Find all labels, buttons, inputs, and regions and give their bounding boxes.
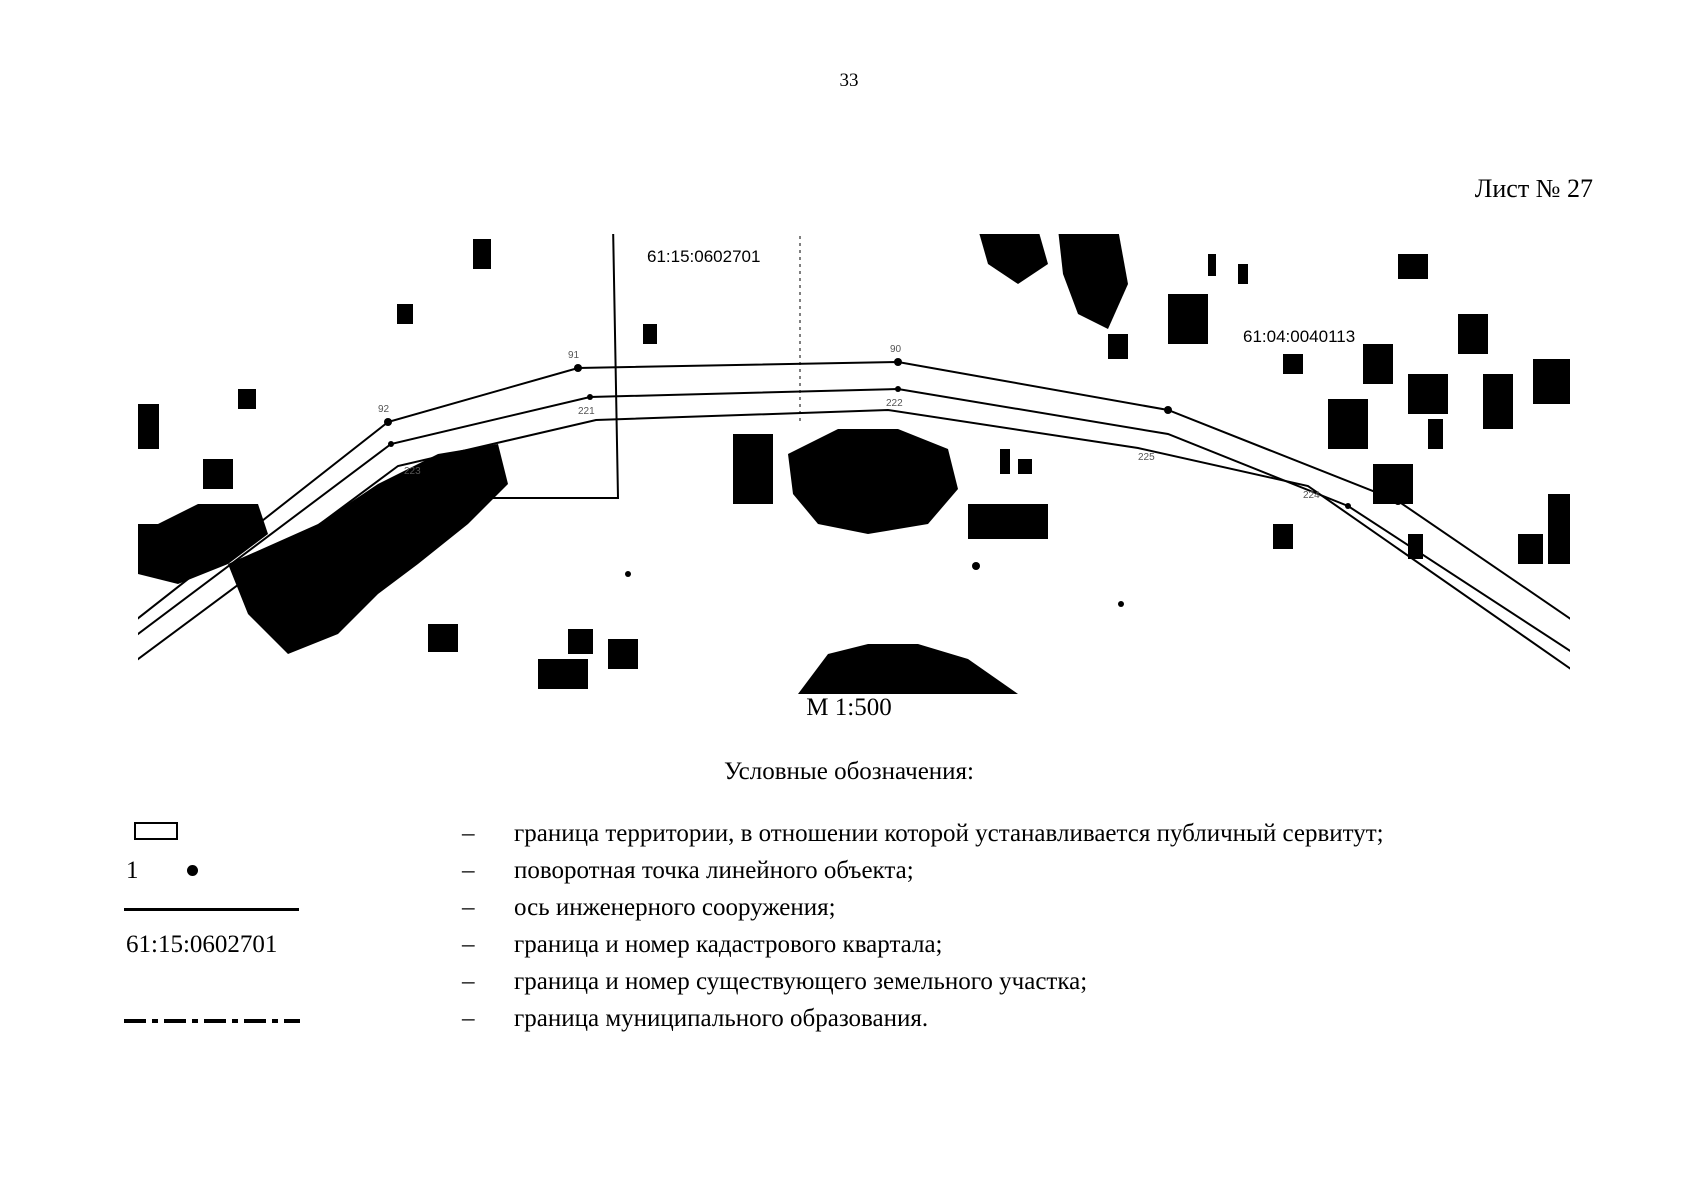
legend-dash: – [462, 968, 475, 995]
dash-dot-line-icon [124, 1019, 300, 1023]
legend-text: граница муниципального образования. [514, 1005, 929, 1032]
legend-item-turning-point: 1 – поворотная точка линейного объекта; [0, 855, 1698, 891]
page-number: 33 [839, 70, 859, 91]
legend-item-land-plot: – граница и номер существующего земельно… [0, 966, 1698, 1002]
cadastral-quarter-label-west: 61:15:0602701 [647, 247, 760, 266]
sheet-label: Лист № 27 [1474, 174, 1593, 203]
legend-text: поворотная точка линейного объекта; [514, 857, 914, 884]
legend-text: граница и номер кадастрового квартала; [514, 931, 943, 958]
legend-item-axis: – ось инженерного сооружения; [0, 892, 1698, 928]
legend-text: граница и номер существующего земельного… [514, 968, 1088, 995]
quarter-number-label: 61:15:0602701 [126, 931, 278, 958]
point-label-c: 92 [378, 404, 390, 415]
point-label-b: 90 [890, 344, 902, 355]
legend-item-cadastral-quarter: 61:15:0602701 – граница и номер кадастро… [0, 929, 1698, 965]
point-label-g: 225 [1138, 452, 1155, 463]
legend-dash: – [462, 894, 475, 921]
cadastral-map: 61:15:0602701 61:04:0040113 91 90 92 221… [138, 234, 1570, 694]
legend-dash: – [462, 857, 475, 884]
legend-text: ось инженерного сооружения; [514, 894, 836, 921]
legend-item-municipal-boundary: – граница муниципального образования. [0, 1003, 1698, 1039]
point-label-h: 224 [1303, 490, 1320, 501]
point-label-d: 221 [578, 406, 595, 417]
point-label-f: 223 [404, 466, 421, 477]
rectangle-icon [134, 822, 178, 840]
legend-text: граница территории, в отношении которой … [514, 820, 1384, 847]
cadastral-quarter-label-east: 61:04:0040113 [1243, 327, 1355, 346]
legend-dash: – [462, 931, 475, 958]
map-scale: М 1:500 [806, 694, 892, 721]
solid-line-icon [124, 908, 299, 911]
turning-points [384, 358, 1402, 509]
point-label-e: 222 [886, 398, 903, 409]
legend-title: Условные обозначения: [723, 758, 975, 785]
point-number: 1 [126, 857, 139, 884]
legend-dash: – [462, 820, 475, 847]
point-label-a: 91 [568, 350, 580, 361]
point-icon [187, 865, 198, 876]
terrain-features [138, 234, 1570, 694]
legend-item-servitude-boundary: – граница территории, в отношении которо… [0, 818, 1698, 854]
legend-dash: – [462, 1005, 475, 1032]
